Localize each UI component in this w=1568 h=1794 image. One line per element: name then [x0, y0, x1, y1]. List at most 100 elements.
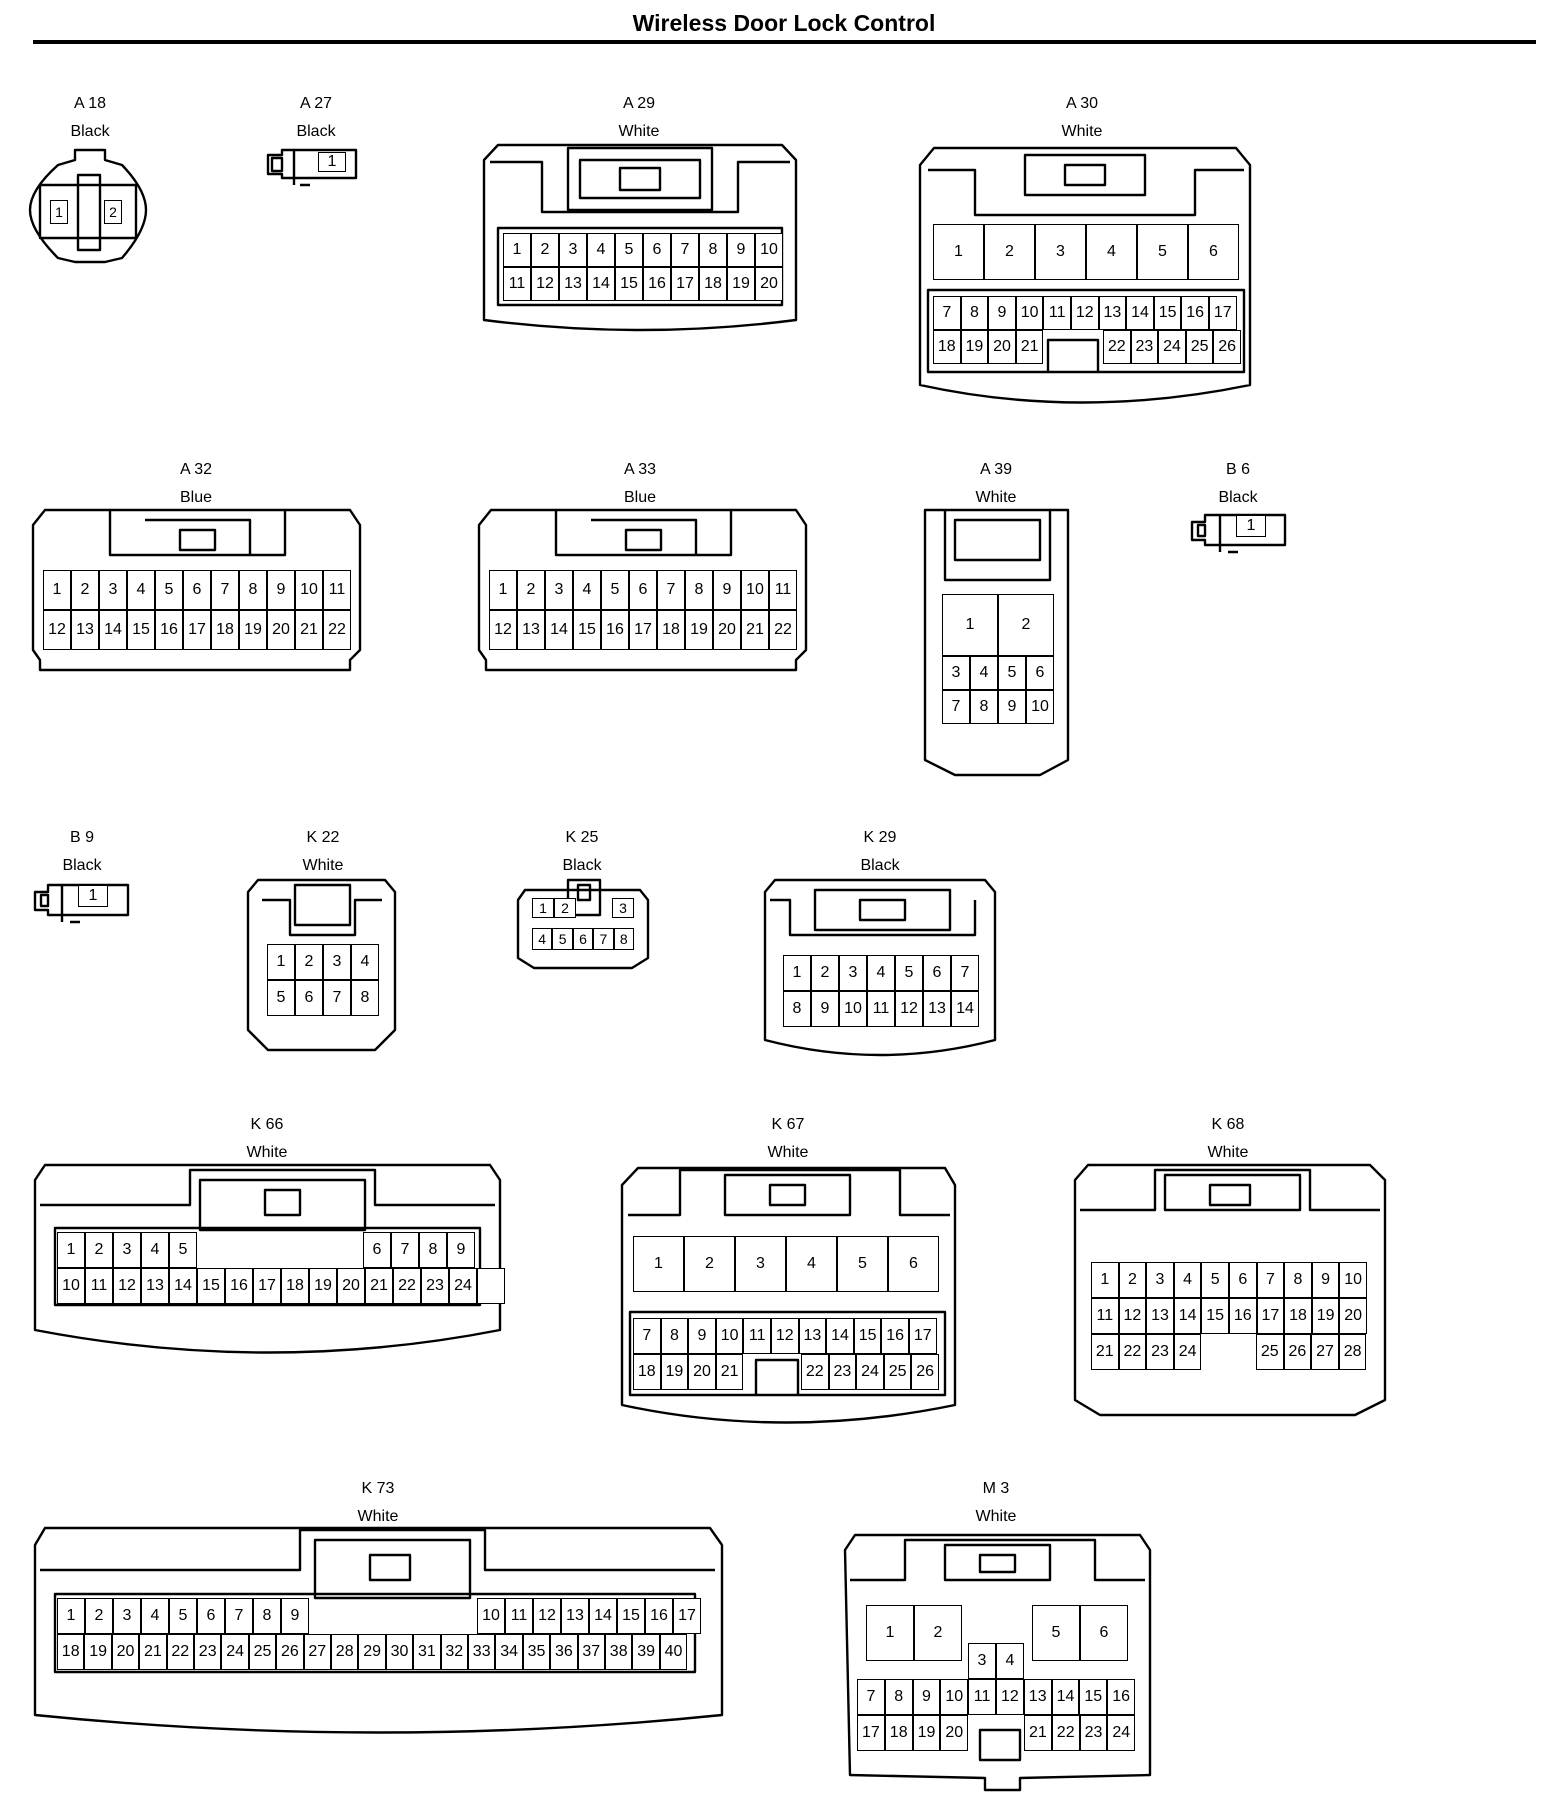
pin-cell: 18	[884, 1715, 913, 1751]
pin-cell: 10	[715, 1318, 744, 1354]
pin-cell: 5	[998, 656, 1026, 690]
pin-cell: 14	[587, 267, 615, 301]
pin-cell: 4	[573, 570, 601, 610]
connector-label: K 67	[771, 1116, 805, 1133]
pin-cell: 16	[881, 1318, 909, 1354]
pin-cell: 7	[633, 1318, 661, 1354]
pin-cell: 7	[211, 570, 239, 610]
pin-cell: 5	[895, 955, 923, 991]
pin-cell: 2	[71, 570, 99, 610]
pin-cell: 14	[1126, 296, 1154, 330]
pin-cell: 18	[633, 1354, 661, 1390]
pin-cell: 10	[477, 1598, 505, 1634]
pin-cell: 19	[912, 1715, 941, 1751]
pin-cell: 21	[139, 1634, 167, 1670]
pin-cell: 8	[960, 296, 989, 330]
pin-cell: 2	[914, 1605, 962, 1661]
connector-housing	[1190, 513, 1287, 554]
pin-cell: 11	[505, 1598, 533, 1634]
pin-cell: 17	[183, 610, 211, 650]
pin-cell: 7	[857, 1679, 885, 1715]
pin-cell: 1	[57, 1598, 85, 1634]
connector-color: Black	[860, 857, 900, 874]
pin-cell: 2	[984, 224, 1035, 280]
pin-cell: 32	[440, 1634, 468, 1670]
housing-outline	[246, 878, 397, 1052]
pin-cell: 20	[713, 610, 741, 650]
pin-cell: 17	[1256, 1298, 1285, 1334]
pin-cell: 9	[713, 570, 741, 610]
pin-cell: 10	[1026, 690, 1054, 724]
pin-cell: 8	[239, 570, 267, 610]
pin-cell: 12	[771, 1318, 799, 1354]
pin-cell: 23	[828, 1354, 857, 1390]
pin-cell: 22	[1103, 330, 1131, 364]
pin-cell: 2	[684, 1236, 735, 1292]
title-rule	[33, 40, 1536, 44]
pin-cell: 1	[43, 570, 71, 610]
pin-cell: 4	[786, 1236, 837, 1292]
pin-cell: 20	[337, 1268, 365, 1304]
pin-cell: 1	[1091, 1262, 1119, 1298]
housing-outline	[843, 1533, 1152, 1792]
connector-color: White	[246, 1144, 288, 1161]
pin-cell: 11	[867, 991, 895, 1027]
pin-cell: 11	[85, 1268, 113, 1304]
pin-cell: 3	[113, 1598, 141, 1634]
pin-cell: 21	[1091, 1334, 1119, 1370]
pin-cell: 25	[883, 1354, 912, 1390]
pin-cell: 16	[601, 610, 629, 650]
pin-cell: 5	[615, 233, 643, 267]
connector-color: Blue	[623, 489, 657, 506]
pin-cell: 2	[517, 570, 545, 610]
pin-cell: 1	[489, 570, 517, 610]
pin-cell: 15	[1153, 296, 1182, 330]
pin-cell: 16	[155, 610, 183, 650]
pin-cell: 19	[727, 267, 755, 301]
pin-cell: 20	[111, 1634, 140, 1670]
pin-cell: 12	[531, 267, 559, 301]
pin-cell: 20	[688, 1354, 716, 1390]
pin-cell: 13	[561, 1598, 589, 1634]
pin-cell: 5	[1032, 1605, 1080, 1661]
pin-cell: 15	[617, 1598, 645, 1634]
pin-cell: 1	[78, 885, 108, 907]
housing-outline	[31, 508, 362, 672]
pin-cell: 21	[295, 610, 323, 650]
connector-label: A 39	[979, 461, 1013, 478]
connector-housing	[33, 1163, 502, 1354]
connector-color: White	[767, 1144, 809, 1161]
connector-color: White	[1061, 123, 1103, 140]
connector-label: K 25	[565, 829, 599, 846]
pin-cell: 9	[1311, 1262, 1340, 1298]
pin-cell: 16	[645, 1598, 673, 1634]
pin-cell: 1	[783, 955, 811, 991]
pin-cell: 16	[1229, 1298, 1257, 1334]
pin-cell: 9	[811, 991, 839, 1027]
pin-cell: 14	[1173, 1298, 1202, 1334]
pin-cell: 14	[1051, 1679, 1080, 1715]
pin-cell: 17	[1209, 296, 1237, 330]
pin-cell: 11	[769, 570, 797, 610]
pin-cell: 2	[554, 898, 576, 918]
pin-cell: 2	[811, 955, 839, 991]
pin-cell: 17	[673, 1598, 701, 1634]
pin-cell: 3	[99, 570, 127, 610]
connector-label: M 3	[982, 1480, 1010, 1497]
pin-cell: 4	[141, 1598, 169, 1634]
pin-cell: 15	[1201, 1298, 1229, 1334]
pin-cell: 8	[660, 1318, 689, 1354]
pin-cell: 2	[1118, 1262, 1147, 1298]
pin-cell: 26	[276, 1634, 304, 1670]
pin-cell: 4	[1086, 224, 1137, 280]
pin-cell: 9	[988, 296, 1016, 330]
housing-outline	[620, 1166, 957, 1424]
pin-cell: 4	[996, 1643, 1024, 1679]
pin-cell: 28	[331, 1634, 359, 1670]
pin-cell: 21	[365, 1268, 393, 1304]
pin-cell: 20	[1339, 1298, 1367, 1334]
pin-cell	[477, 1268, 505, 1304]
pin-cell: 37	[577, 1634, 605, 1670]
pin-cell: 16	[1107, 1679, 1135, 1715]
pin-cell: 7	[951, 955, 979, 991]
